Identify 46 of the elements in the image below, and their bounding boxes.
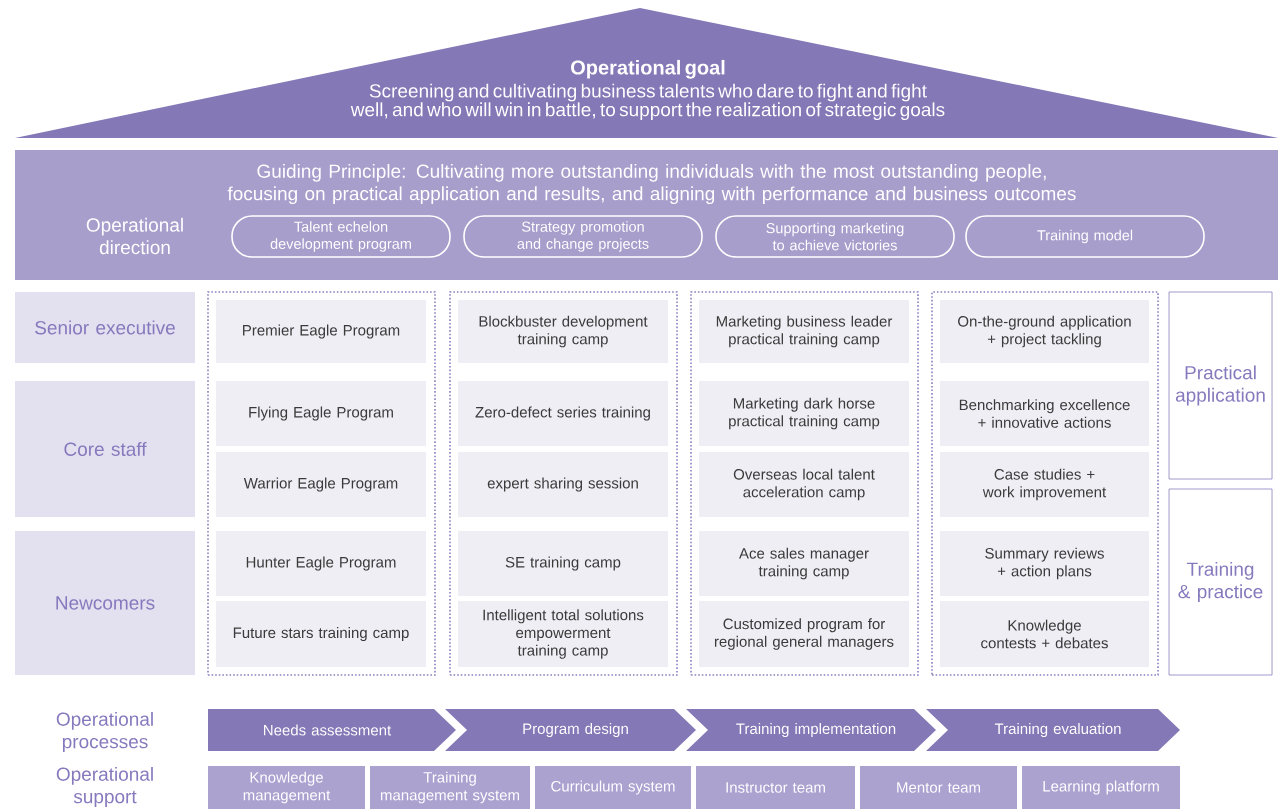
dotted-column (207, 291, 436, 676)
process-step: Needs assessment (208, 709, 456, 751)
direction-pill: Training model (965, 215, 1205, 258)
program-cell: Overseas local talent acceleration camp (699, 452, 909, 517)
row-header: Core staff (15, 381, 195, 517)
dotted-column (449, 291, 678, 676)
side-label: Operational processes (56, 711, 153, 753)
program-cell: On-the-ground application + project tackling (940, 300, 1149, 363)
program-cell: SE training camp (458, 531, 668, 596)
program-cell: Warrior Eagle Program (216, 452, 426, 517)
process-step: Program design (445, 709, 696, 751)
program-cell: Flying Eagle Program (216, 381, 426, 446)
row-header: Newcomers (15, 531, 195, 675)
program-cell: Premier Eagle Program (216, 300, 426, 363)
program-cell: Marketing dark horse practical training camp (699, 381, 909, 446)
program-cell: Case studies + work improvement (940, 452, 1149, 517)
dotted-column (931, 291, 1159, 676)
program-cell: expert sharing session (458, 452, 668, 517)
support-box: Knowledge management (208, 766, 365, 809)
side-box: Training & practice (1168, 488, 1273, 676)
support-box: Curriculum system (535, 766, 691, 809)
program-cell: Ace sales manager training camp (699, 531, 909, 596)
process-step: Training evaluation (926, 709, 1180, 751)
direction-pill: Talent echelon development program (231, 215, 451, 258)
direction-pill: Supporting marketing to achieve victories (715, 215, 955, 258)
support-box: Mentor team (860, 766, 1017, 809)
program-cell: Benchmarking excellence + innovative actions (940, 381, 1149, 446)
support-box: Training management system (370, 766, 530, 809)
program-cell: Knowledge contests + debates (940, 601, 1149, 667)
side-box: Practical application (1168, 291, 1273, 480)
support-box: Instructor team (696, 766, 855, 809)
program-cell: Summary reviews + action plans (940, 531, 1149, 596)
program-cell: Future stars training camp (216, 601, 426, 667)
side-label: Operational support (56, 766, 153, 808)
program-cell: Intelligent total solutions empowerment training camp (458, 601, 668, 667)
process-step: Training implementation (686, 709, 936, 751)
program-cell: Marketing business leader practical training camp (699, 300, 909, 363)
program-cell: Blockbuster development training camp (458, 300, 668, 363)
dotted-column (690, 291, 919, 676)
support-box: Learning platform (1022, 766, 1180, 809)
program-cell: Zero-defect series training (458, 381, 668, 446)
program-cell: Hunter Eagle Program (216, 531, 426, 596)
row-header: Senior executive (15, 292, 195, 363)
direction-pill: Strategy promotion and change projects (463, 215, 703, 258)
roof-triangle: Operational goal Screening and cultivating business talents who dare to fight and fight well, and who will win in battle, to support the realization of strategic goals (15, 8, 1278, 138)
program-cell: Customized program for regional general managers (699, 601, 909, 667)
